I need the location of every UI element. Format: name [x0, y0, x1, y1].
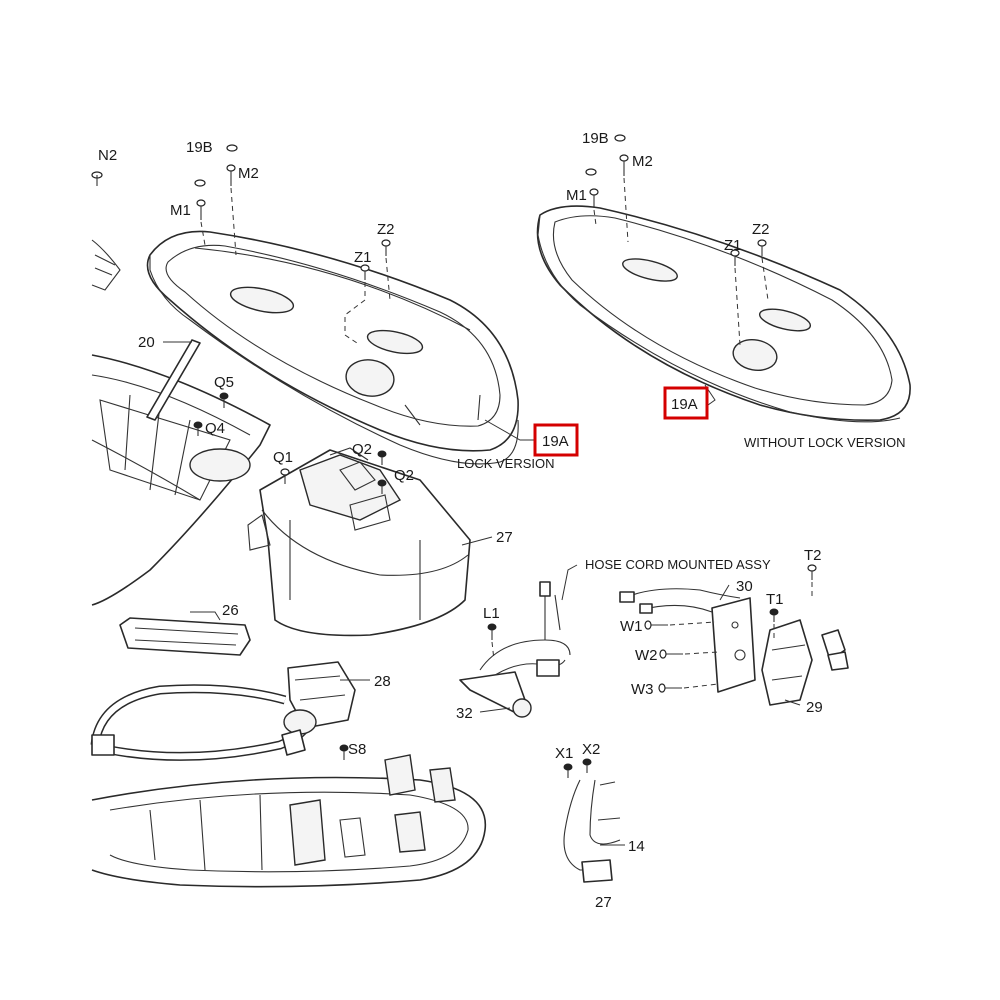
label-x2: X2 — [582, 741, 600, 758]
label-m2-right: M2 — [632, 153, 653, 170]
label-m2-left: M2 — [238, 165, 259, 182]
hose-assembly — [90, 684, 315, 761]
label-30: 30 — [736, 578, 753, 595]
label-29: 29 — [806, 699, 823, 716]
label-z2-right: Z2 — [752, 221, 770, 238]
leader-lines — [163, 341, 801, 846]
cover-19a-without-lock-version — [536, 205, 911, 423]
label-m1-right: M1 — [566, 187, 587, 204]
label-x1: X1 — [555, 745, 573, 762]
label-27-top: 27 — [496, 529, 513, 546]
label-q2-bottom: Q2 — [394, 467, 414, 484]
label-w2: W2 — [635, 647, 658, 664]
label-26: 26 — [222, 602, 239, 619]
callout-labels: N2 19B M2 M1 Z1 Z2 19B M2 M1 Z1 Z2 20 Q5… — [98, 130, 906, 911]
label-32: 32 — [456, 705, 473, 722]
part-27-housing — [247, 447, 471, 637]
part-14-wire — [563, 779, 621, 883]
label-q5: Q5 — [214, 374, 234, 391]
screw-n2 — [91, 171, 103, 186]
label-z1-left: Z1 — [354, 249, 372, 266]
part-29-switch — [761, 619, 849, 706]
label-t2: T2 — [804, 547, 822, 564]
label-lock-version: LOCK VERSION — [457, 456, 555, 471]
part-28-pump — [281, 661, 356, 756]
label-q4: Q4 — [205, 420, 225, 437]
label-27-bottom: 27 — [595, 894, 612, 911]
label-19a-without-lock: 19A — [671, 396, 698, 413]
label-z1-right: Z1 — [724, 237, 742, 254]
label-t1: T1 — [766, 591, 784, 608]
highlight-19a-lock — [533, 423, 579, 457]
label-w1: W1 — [620, 618, 643, 635]
cover-19a-lock-version — [146, 230, 519, 465]
label-w3: W3 — [631, 681, 654, 698]
label-without-lock-version: WITHOUT LOCK VERSION — [744, 435, 906, 450]
label-s8: S8 — [348, 741, 366, 758]
label-n2: N2 — [98, 147, 117, 164]
label-14: 14 — [628, 838, 645, 855]
label-q1: Q1 — [273, 449, 293, 466]
label-z2-left: Z2 — [377, 221, 395, 238]
label-m1-left: M1 — [170, 202, 191, 219]
part-26 — [119, 617, 251, 656]
label-l1: L1 — [483, 605, 500, 622]
highlight-19a-without-lock — [663, 386, 709, 420]
part-20-rod — [146, 339, 201, 421]
part-30-circuit-board — [619, 588, 756, 693]
assembly-dash-lines — [200, 177, 813, 689]
screws — [91, 134, 817, 778]
label-19b-right: 19B — [582, 130, 609, 147]
label-19a-lock: 19A — [542, 433, 569, 450]
label-19b-left: 19B — [186, 139, 213, 156]
part-32-hose-cord — [459, 581, 571, 718]
label-28: 28 — [374, 673, 391, 690]
label-20: 20 — [138, 334, 155, 351]
label-hose-cord-mounted-assy: HOSE CORD MOUNTED ASSY — [585, 557, 771, 572]
base-housing — [91, 754, 487, 888]
label-q2-top: Q2 — [352, 441, 372, 458]
